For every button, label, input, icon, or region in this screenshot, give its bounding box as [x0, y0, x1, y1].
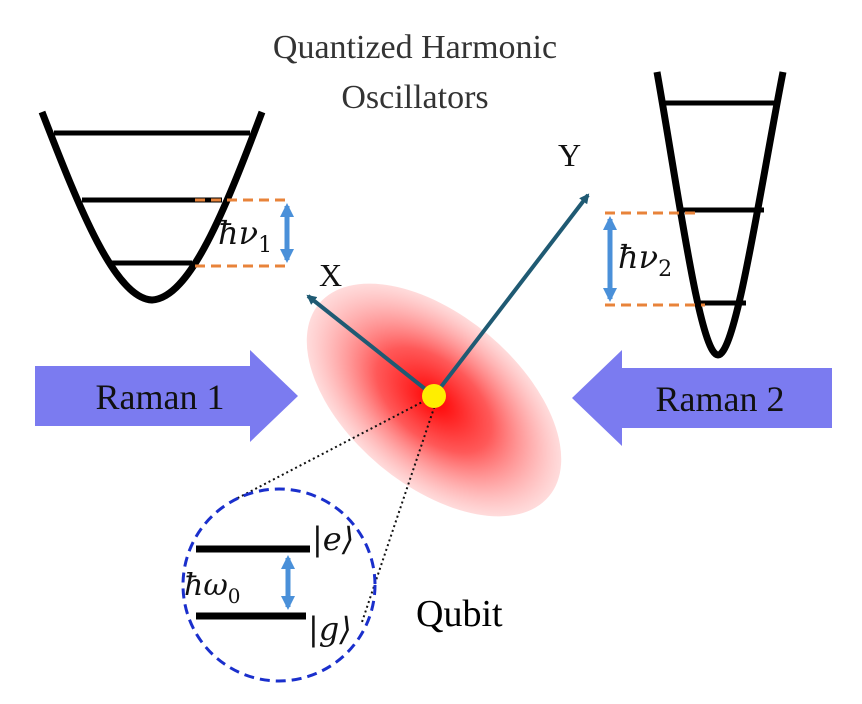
right-spacing-label: ħν2 — [618, 238, 672, 282]
raman-1-beam: Raman 1 — [35, 350, 298, 442]
y-axis-label: Y — [558, 137, 581, 173]
y-axis-arrow — [432, 193, 590, 398]
raman-2-beam: Raman 2 — [572, 350, 832, 446]
raman-1-arrow — [35, 350, 298, 442]
right-potential-well — [653, 71, 787, 359]
x-axis-label: X — [319, 257, 342, 293]
left-oscillator: ħν1 — [38, 110, 294, 304]
zoom-line-lower — [361, 401, 437, 623]
qubit-label: Qubit — [416, 593, 503, 635]
title-line-1: Quantized Harmonic — [273, 29, 557, 66]
zoom-line-upper — [233, 397, 431, 501]
ground-state-label: |g⟩ — [308, 610, 352, 648]
raman-2-label: Raman 2 — [656, 379, 785, 419]
x-axis-arrow — [306, 294, 436, 398]
raman-2-arrow — [572, 350, 832, 446]
qubit-circle — [181, 487, 377, 683]
right-oscillator: ħν2 — [603, 71, 787, 359]
title-line-2: Oscillators — [341, 79, 488, 116]
excited-state-label: |e⟩ — [312, 520, 354, 558]
raman-1-label: Raman 1 — [96, 377, 225, 417]
left-spacing-label: ħν1 — [218, 214, 272, 258]
left-potential-well — [38, 110, 266, 304]
qubit-inset: |e⟩ |g⟩ ħω0 — [181, 487, 377, 683]
trapped-ion — [422, 384, 446, 408]
qubit-gap-label: ħω0 — [184, 568, 241, 608]
